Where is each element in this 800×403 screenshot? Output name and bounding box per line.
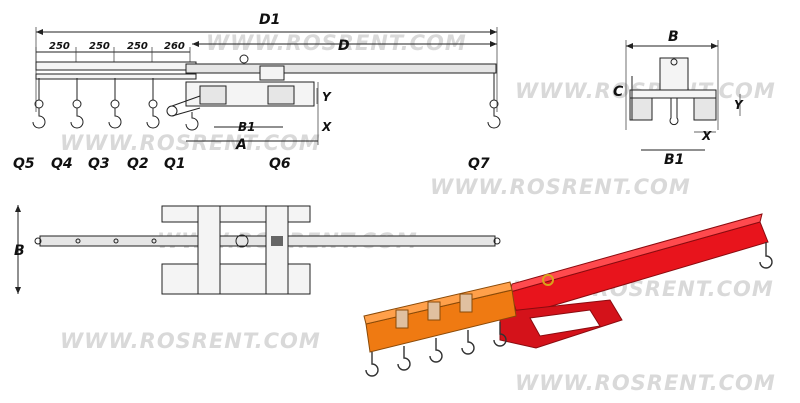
lifting-eye xyxy=(239,54,249,64)
carriage-opening xyxy=(529,309,601,337)
fork-pocket-right xyxy=(267,85,295,105)
end-crossbar xyxy=(629,89,717,99)
spacing-label-1: 250 xyxy=(49,41,70,52)
d-label: D xyxy=(338,38,350,54)
label-q2: Q2 xyxy=(127,156,149,172)
id-plate xyxy=(271,236,283,246)
inner-beam-lower xyxy=(35,73,197,80)
side-view: D1 250 250 250 260 D xyxy=(13,12,501,172)
hooks xyxy=(32,73,501,131)
d1-label: D1 xyxy=(259,12,280,28)
top-b-label: B xyxy=(14,243,25,259)
pivot-arm xyxy=(171,95,201,117)
watermark-7: WWW.ROSRENT.COM xyxy=(60,329,321,353)
b1-label: B1 xyxy=(238,120,256,134)
end-view: B C Y X B1 xyxy=(613,29,744,168)
top-view: B xyxy=(14,205,501,295)
label-q7: Q7 xyxy=(468,156,490,172)
end-hook xyxy=(669,98,679,126)
spacing-label-3: 250 xyxy=(127,41,148,52)
spacing-ticks xyxy=(35,47,191,64)
y-label: Y xyxy=(322,90,332,104)
c-label: C xyxy=(613,84,624,100)
label-q4: Q4 xyxy=(51,156,73,172)
hook-q1 xyxy=(185,112,199,131)
render-3d xyxy=(363,213,773,377)
top-cross-right xyxy=(265,205,289,295)
outer-beam xyxy=(185,63,497,74)
end-y-label: Y xyxy=(734,98,744,112)
hook-q4 xyxy=(70,78,84,129)
top-cross-left xyxy=(197,205,221,295)
render-hook-plates xyxy=(395,293,473,329)
top-lifting-eye xyxy=(235,234,249,248)
hook-q5 xyxy=(32,78,46,129)
hook-q3 xyxy=(108,78,122,129)
x-label: X xyxy=(321,120,332,134)
top-hook-points xyxy=(75,238,157,244)
label-q3: Q3 xyxy=(88,156,110,172)
render-hooks xyxy=(365,242,773,377)
hook-q7 xyxy=(487,73,501,129)
label-q1: Q1 xyxy=(164,156,186,172)
label-q6: Q6 xyxy=(269,156,291,172)
fork-pocket-left xyxy=(199,85,227,105)
inner-beam xyxy=(35,61,197,71)
watermark-3: WWW.ROSRENT.COM xyxy=(60,131,321,155)
end-x-label: X xyxy=(701,129,712,143)
watermark-4: WWW.ROSRENT.COM xyxy=(430,175,691,199)
hook-q2 xyxy=(146,78,160,129)
spacing-label-2: 250 xyxy=(89,41,110,52)
render-lifting-eye xyxy=(542,274,554,286)
end-beam-section xyxy=(659,57,689,91)
watermark-8: WWW.ROSRENT.COM xyxy=(515,371,776,395)
top-bracket xyxy=(259,65,285,81)
watermark-1: WWW.ROSRENT.COM xyxy=(206,31,467,55)
a-label: A xyxy=(235,137,247,153)
end-b1-label: B1 xyxy=(664,152,684,168)
end-pocket-left xyxy=(629,97,653,121)
red-beam xyxy=(509,221,769,317)
end-pocket-right xyxy=(693,97,717,121)
spacing-label-4: 260 xyxy=(164,41,185,52)
label-q5: Q5 xyxy=(13,156,35,172)
b-label: B xyxy=(668,29,679,45)
